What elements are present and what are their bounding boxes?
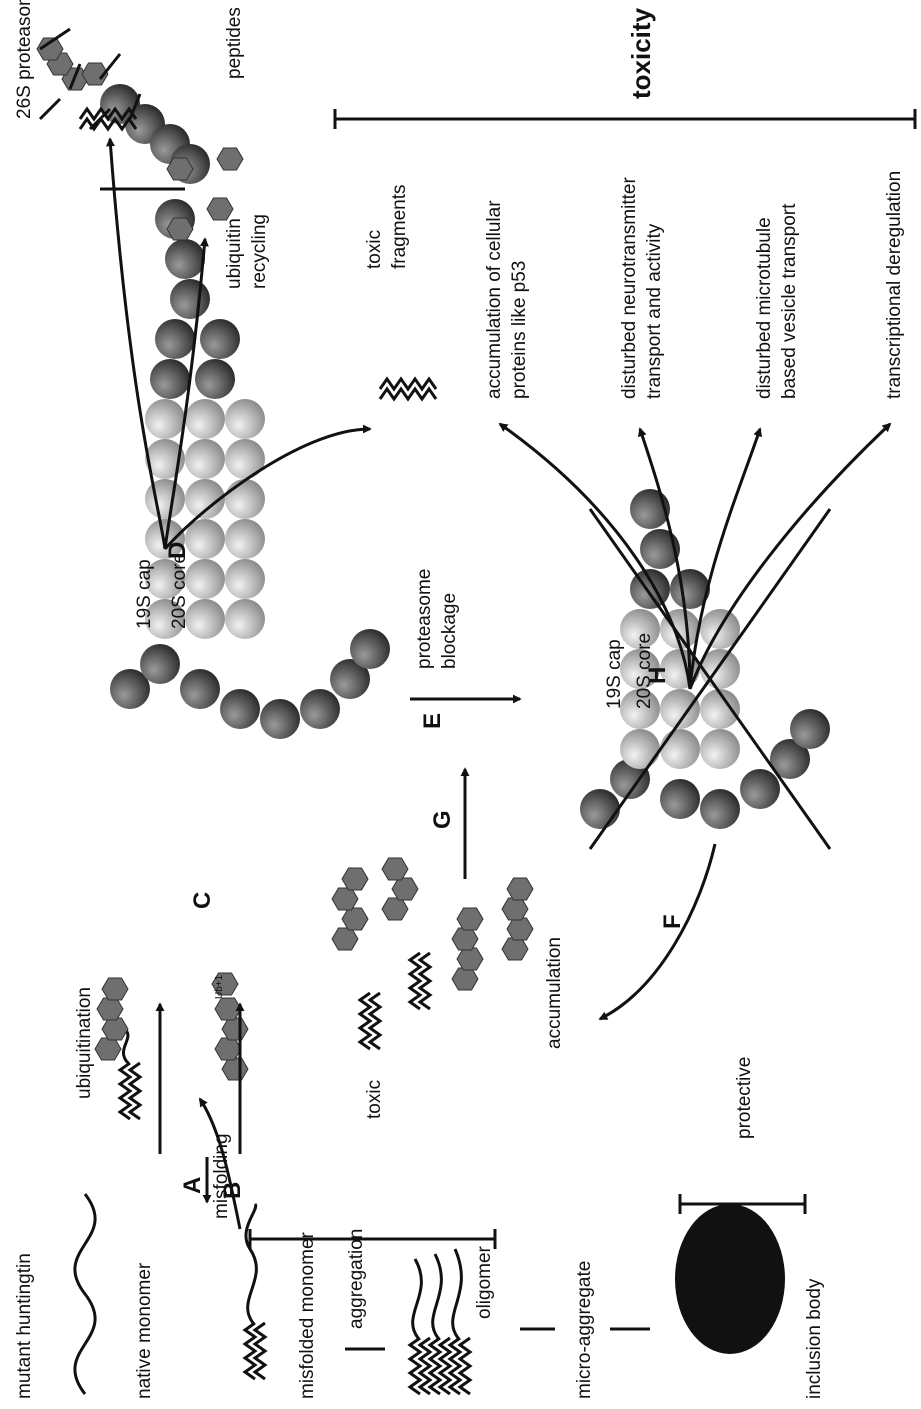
ub-n-label: Ub+1 [214,974,225,999]
outcome-microtubule-label-1: disturbed microtubule [754,217,775,399]
step-f-letter: F [659,914,686,929]
oligomer-strand-2 [430,1254,450,1394]
step-e-letter: E [419,713,446,729]
inclusion-body-shape [675,1204,785,1354]
step-c-letter: C [189,892,216,909]
step-b-letter: B [219,1182,246,1199]
outcome-neurotransmitter-label-1: disturbed neurotransmitter [619,177,640,399]
oligomer-label: oligomer [474,1245,495,1319]
toxic-fragments-label-1: toxic [364,230,385,269]
misfolded-monomer-shape [245,1204,265,1379]
protective-label: protective [734,1057,755,1139]
step-a-letter: A [179,1177,206,1194]
aggregation-label: aggregation [346,1229,367,1329]
mutant-huntingtin-label: mutant huntingtin [14,1253,35,1399]
micro-aggregate-label: micro-aggregate [574,1261,595,1399]
accumulation-label: accumulation [544,937,565,1049]
core-20s-label: 20S core [169,553,190,629]
step-d-letter: D [164,542,191,559]
step-h-letter: H [644,667,671,684]
toxic-label: toxic [364,1080,385,1119]
outcome-p53-label-1: accumulation of cellular [484,200,505,399]
ubiquitinated-monomer [120,1029,140,1119]
proteasome-26s-label: 26S proteasome [14,0,35,119]
ubiquitin-recycling-label-2: recycling [249,214,270,289]
accumulation-cluster [332,858,533,1049]
outcome-transcriptional-label: transcriptional deregulation [884,171,905,399]
proteasome-core-balls [145,199,265,639]
misfolded-monomer-label: misfolded monomer [297,1231,318,1399]
toxicity-label: toxicity [626,7,656,99]
proteasome-blockage-label-1: proteasome [414,569,435,669]
native-monomer-shape [75,1194,95,1394]
toxic-fragments-shape [380,379,436,399]
cap-19s-blocked-label: 19S cap [604,639,625,709]
outcome-neurotransmitter-label-2: transport and activity [644,223,665,399]
oligomer-shape [410,1259,430,1394]
outcome-microtubule-label-2: based vesicle transport [779,203,800,399]
toxic-fragments-label-2: fragments [389,185,410,269]
native-monomer-label: native monomer [134,1262,155,1399]
outcome-p53-label-2: proteins like p53 [509,261,530,399]
step-g-letter: G [429,810,456,829]
cap-19s-label: 19S cap [134,559,155,629]
inclusion-body-label: inclusion body [804,1278,825,1399]
proteasome-blockage-label-2: blockage [439,593,460,669]
peptides-label: peptides [224,7,245,79]
oligomer-strand-3 [450,1249,470,1394]
ubiquitin-recycling-label-1: ubiquitin [224,218,245,289]
arrow-f [600,844,715,1019]
ubiquitination-label: ubiquitination [74,987,95,1099]
